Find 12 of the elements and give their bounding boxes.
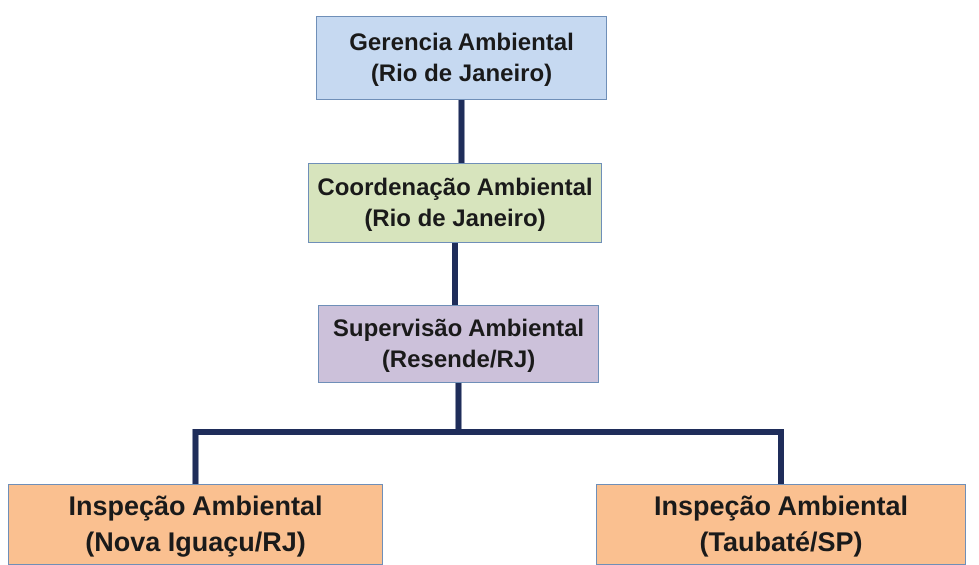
org-box — [8, 484, 383, 565]
org-box — [318, 305, 599, 383]
unit-label: Inspeção Ambiental (Nova Iguaçu/RJ) — [67, 490, 324, 559]
unit-label: Inspeção Ambiental (Taubaté/SP) — [652, 490, 910, 559]
unit-label: Gerencia Ambiental (Rio de Janeiro) — [348, 28, 575, 89]
org-box — [308, 163, 602, 243]
connector-line — [458, 100, 464, 163]
unit-label: Coordenação Ambiental (Rio de Janeiro) — [316, 172, 594, 234]
org-box — [596, 484, 966, 565]
connector-line — [452, 243, 458, 305]
unit-label: Supervisão Ambiental (Resende/RJ) — [332, 314, 586, 375]
org-box — [316, 16, 607, 100]
